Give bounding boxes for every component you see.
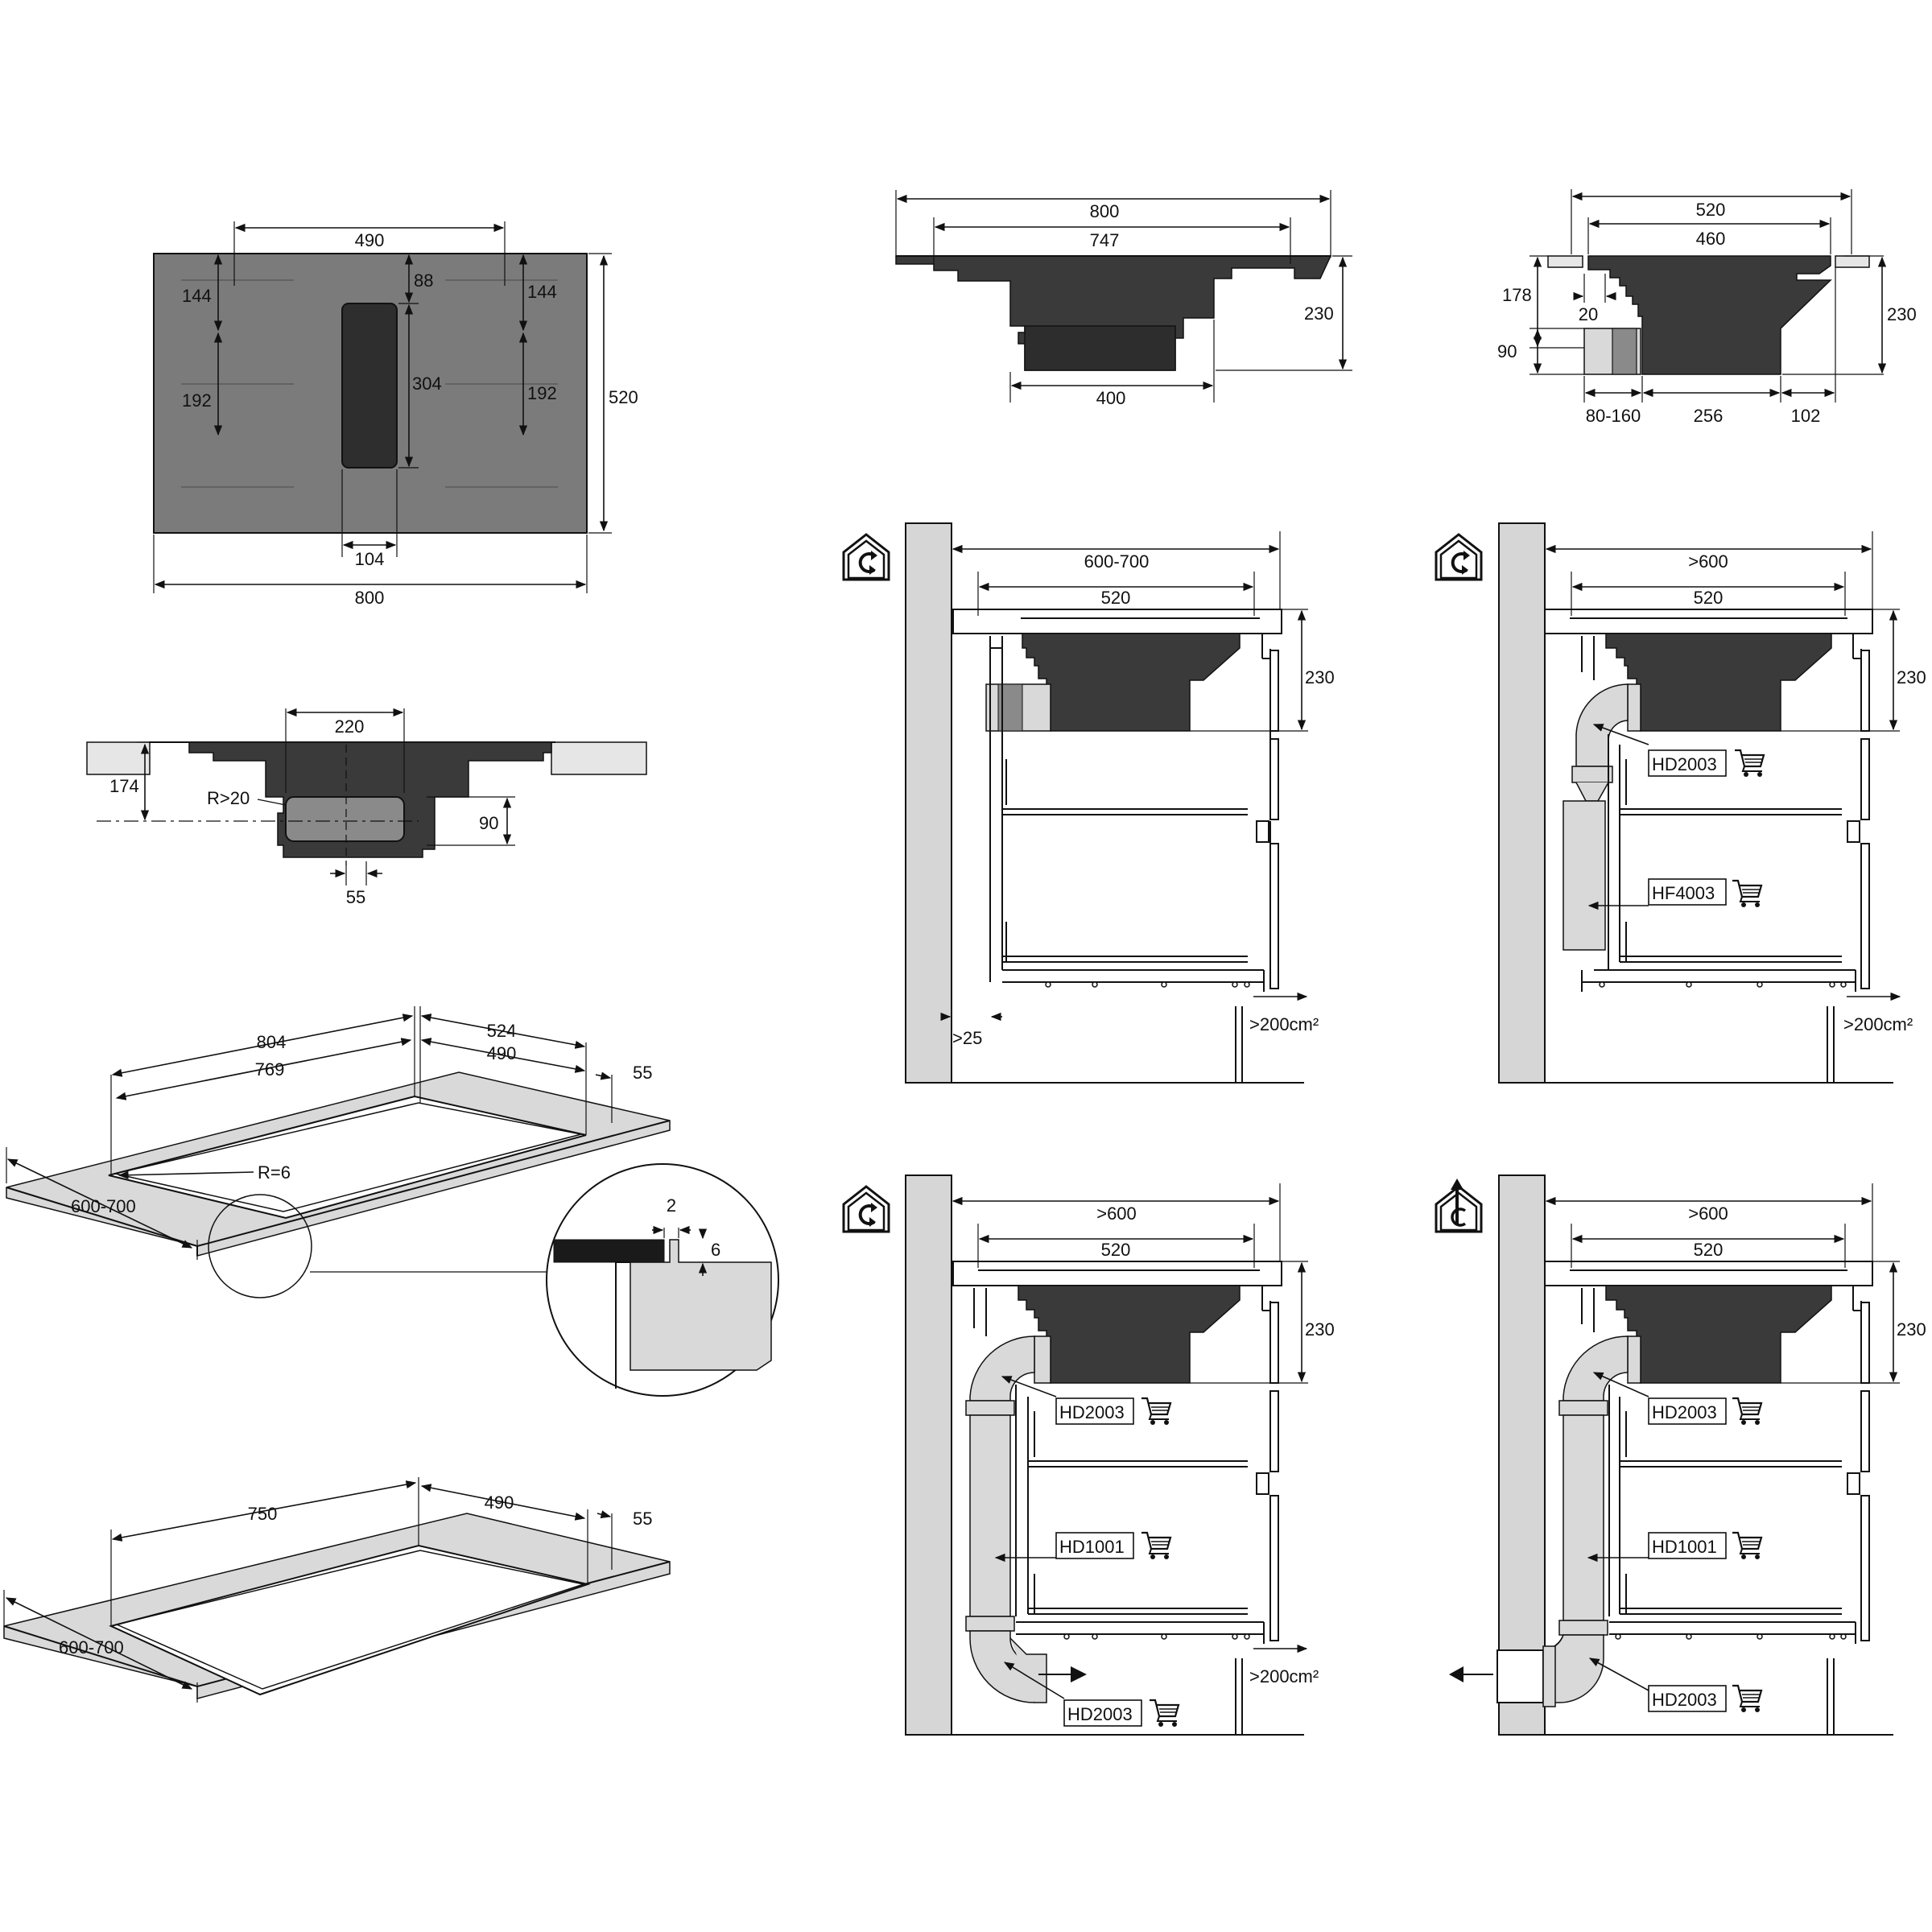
dim-304: 304 bbox=[412, 374, 442, 394]
front-section: 800 747 230 400 bbox=[895, 190, 1352, 408]
dim-102: 102 bbox=[1791, 406, 1821, 426]
dim-800: 800 bbox=[355, 588, 385, 608]
dim-inner-d: 520 bbox=[1694, 1240, 1724, 1260]
dim-144-left: 144 bbox=[182, 286, 212, 306]
detail-dim-2: 2 bbox=[667, 1195, 676, 1216]
install-d: HD2003 HD1001 HD2003 >600 520 230 bbox=[1435, 1174, 1926, 1736]
dim-524: 524 bbox=[487, 1021, 517, 1041]
dim-800-front: 800 bbox=[1090, 201, 1120, 221]
dim-769: 769 bbox=[255, 1059, 285, 1080]
dim-520: 520 bbox=[609, 387, 638, 407]
dim-804: 804 bbox=[257, 1032, 287, 1052]
install-c: >200cm² HD2003 HD1001 HD2003 >600 520 23… bbox=[842, 1174, 1335, 1736]
dim-90-duct: 90 bbox=[479, 813, 498, 833]
recirculation-house-icon bbox=[842, 533, 890, 581]
part-hd2003-b: HD2003 bbox=[1652, 754, 1717, 774]
dim-gap-a: >25 bbox=[952, 1028, 982, 1048]
shopping-cart-icon bbox=[1140, 1397, 1172, 1426]
dim-outer-c: >600 bbox=[1096, 1203, 1137, 1224]
part-hd2003-d-top: HD2003 bbox=[1652, 1402, 1717, 1422]
shopping-cart-icon bbox=[1148, 1699, 1180, 1728]
dim-230-a: 230 bbox=[1305, 667, 1335, 687]
dim-outer-b: >600 bbox=[1688, 551, 1728, 572]
shopping-cart-icon bbox=[1733, 749, 1765, 778]
dim-90-side: 90 bbox=[1497, 341, 1517, 361]
dim-inner-b: 520 bbox=[1694, 588, 1724, 608]
recirculation-house-icon bbox=[1435, 533, 1483, 581]
shopping-cart-icon bbox=[1731, 1397, 1763, 1426]
shopping-cart-icon bbox=[1731, 1684, 1763, 1714]
dim-144-right: 144 bbox=[527, 282, 557, 302]
dim-inner-c: 520 bbox=[1101, 1240, 1131, 1260]
dim-104: 104 bbox=[355, 549, 385, 569]
dim-400: 400 bbox=[1096, 388, 1126, 408]
dim-230-front: 230 bbox=[1304, 303, 1334, 324]
cutout-flush: 804 769 524 490 55 600-700 R=6 2 6 bbox=[6, 1006, 779, 1397]
dim-600-700-flush: 600-700 bbox=[71, 1196, 136, 1216]
radius-label: R>20 bbox=[207, 788, 250, 808]
dim-88: 88 bbox=[414, 270, 433, 291]
part-hd2003-c-top: HD2003 bbox=[1059, 1402, 1125, 1422]
dim-inner-a: 520 bbox=[1101, 588, 1131, 608]
dim-230-d: 230 bbox=[1897, 1319, 1926, 1340]
part-hd1001-c: HD1001 bbox=[1059, 1537, 1125, 1557]
dim-520-side: 520 bbox=[1696, 200, 1726, 220]
dim-20: 20 bbox=[1579, 304, 1598, 324]
dim-600-700-surface: 600-700 bbox=[59, 1637, 124, 1657]
dim-80-160: 80-160 bbox=[1586, 406, 1641, 426]
dim-490-surface: 490 bbox=[485, 1492, 514, 1513]
dim-174: 174 bbox=[109, 776, 139, 796]
part-hf4003-b: HF4003 bbox=[1652, 883, 1715, 903]
install-b: >200cm² HD2003 HF4003 >600 520 230 bbox=[1435, 522, 1926, 1084]
dim-178: 178 bbox=[1502, 285, 1532, 305]
dim-750: 750 bbox=[248, 1504, 278, 1524]
dim-256: 256 bbox=[1694, 406, 1724, 426]
dim-230-b: 230 bbox=[1897, 667, 1926, 687]
dim-55-duct: 55 bbox=[346, 887, 365, 907]
dim-490: 490 bbox=[355, 230, 385, 250]
part-hd2003-c-bottom: HD2003 bbox=[1067, 1704, 1133, 1724]
dim-192-right: 192 bbox=[527, 383, 557, 403]
cutout-surface: 750 490 55 600-700 bbox=[3, 1477, 671, 1703]
top-view: 490 144 192 144 192 88 304 520 104 800 bbox=[153, 221, 638, 608]
extraction-house-icon bbox=[1435, 1177, 1483, 1233]
dim-55-surface: 55 bbox=[633, 1509, 652, 1529]
dim-460: 460 bbox=[1696, 229, 1726, 249]
vent-opening bbox=[341, 303, 398, 469]
detail-dim-6: 6 bbox=[711, 1240, 720, 1260]
dim-230-side: 230 bbox=[1887, 304, 1917, 324]
shopping-cart-icon bbox=[1731, 879, 1763, 909]
recirculation-house-icon bbox=[842, 1185, 890, 1233]
vent-area-b: >200cm² bbox=[1843, 1014, 1913, 1034]
part-hd2003-d-bottom: HD2003 bbox=[1652, 1690, 1717, 1710]
dim-outer-a: 600-700 bbox=[1084, 551, 1150, 572]
vent-area-c: >200cm² bbox=[1249, 1666, 1319, 1686]
dim-192-left: 192 bbox=[182, 390, 212, 411]
dim-490-flush: 490 bbox=[487, 1043, 517, 1063]
dim-220: 220 bbox=[335, 716, 365, 737]
shopping-cart-icon bbox=[1140, 1531, 1172, 1561]
side-section: 520 460 178 90 20 230 80-160 bbox=[1497, 189, 1917, 426]
shopping-cart-icon bbox=[1731, 1531, 1763, 1561]
dim-747: 747 bbox=[1090, 230, 1120, 250]
duct-section: 220 174 R>20 90 55 bbox=[86, 708, 647, 907]
dim-230-c: 230 bbox=[1305, 1319, 1335, 1340]
dim-55-flush: 55 bbox=[633, 1063, 652, 1083]
install-a: >200cm² 600-700 520 230 >25 bbox=[842, 522, 1335, 1084]
part-hd1001-d: HD1001 bbox=[1652, 1537, 1717, 1557]
dim-outer-d: >600 bbox=[1688, 1203, 1728, 1224]
vent-area-a: >200cm² bbox=[1249, 1014, 1319, 1034]
radius-label-flush: R=6 bbox=[258, 1162, 291, 1183]
